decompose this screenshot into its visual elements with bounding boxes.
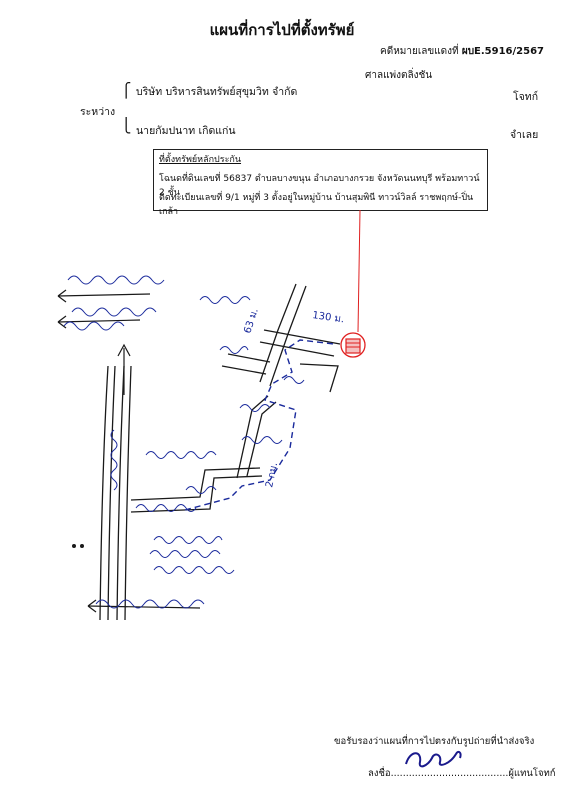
side-road bbox=[130, 283, 341, 513]
case-number-line: คดีหมายเลขแดงที่ ผบE.5916/2567 bbox=[380, 44, 544, 59]
sign-prefix: ลงชื่อ bbox=[368, 768, 391, 779]
distance-label-63: 63 ม. bbox=[242, 307, 260, 335]
dot-marks bbox=[72, 544, 84, 548]
brace-top: ⎧ bbox=[121, 83, 132, 99]
defendant-role: จำเลย bbox=[510, 129, 539, 141]
property-marker bbox=[340, 332, 366, 358]
left-arrows bbox=[57, 289, 201, 613]
sign-dots: ....................................... bbox=[390, 768, 509, 779]
plaintiff-name: บริษัท บริหารสินทรัพย์สุขุมวิท จำกัด bbox=[136, 86, 298, 98]
handwriting-scribbles bbox=[63, 275, 305, 609]
case-number: ผบE.5916/2567 bbox=[461, 46, 544, 57]
plaintiff-role: โจทก์ bbox=[513, 91, 539, 103]
defendant-name: นายกัมปนาท เกิดแก่น bbox=[136, 125, 236, 137]
collateral-box: ที่ตั้งทรัพย์หลักประกัน โฉนดที่ดินเลขที่… bbox=[153, 149, 488, 217]
case-label: คดีหมายเลขแดงที่ bbox=[380, 46, 459, 57]
distance-label-130: 130 ม. bbox=[312, 310, 345, 325]
between-label: ระหว่าง bbox=[80, 106, 116, 118]
court-name: ศาลแพ่งตลิ่งชัน bbox=[365, 70, 433, 81]
page-title: แผนที่การไปที่ตั้งทรัพย์ bbox=[209, 21, 355, 39]
collateral-line-1: โฉนดที่ดินเลขที่ 56837 ตำบลบางขนุน อำเภอ… bbox=[159, 174, 480, 198]
sign-suffix: ผู้แทนโจทก์ bbox=[508, 768, 556, 779]
signature-line: ลงชื่อ..................................… bbox=[368, 766, 556, 781]
north-arrow bbox=[117, 343, 131, 395]
distance-label-2km: 2 กม. bbox=[264, 462, 280, 489]
signature bbox=[405, 750, 462, 768]
main-highway bbox=[99, 365, 132, 621]
brace-bottom: ⎩ bbox=[121, 118, 132, 134]
pointer-line bbox=[357, 209, 361, 333]
route-dashed bbox=[184, 339, 335, 511]
certify-statement: ขอรับรองว่าแผนที่การไปตรงกับรูปถ่ายที่นำ… bbox=[334, 736, 535, 747]
collateral-heading: ที่ตั้งทรัพย์หลักประกัน bbox=[159, 155, 242, 165]
collateral-line-2: ติดทะเบียนเลขที่ 9/1 หมู่ที่ 3 ตั้งอยู่ใ… bbox=[159, 193, 474, 217]
